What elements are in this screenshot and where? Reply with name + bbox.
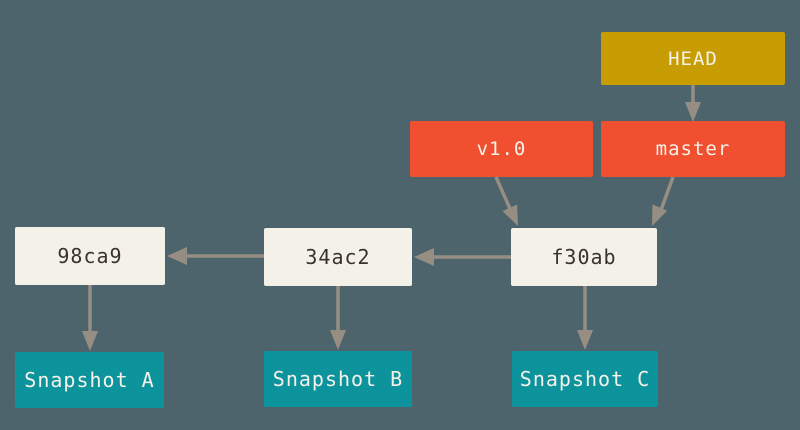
node-head-label: HEAD [668,47,718,70]
node-commit-98ca9: 98ca9 [15,227,165,285]
node-tag-v1-0: v1.0 [410,121,593,177]
node-branch-master: master [601,121,785,177]
arrow-master-to-f30ab [652,176,675,226]
node-head: HEAD [601,32,785,85]
node-snapshot-c: Snapshot C [512,351,658,407]
node-snapshot-a: Snapshot A [15,352,164,408]
arrow-f30ab-to-snapshot-c [577,286,593,350]
node-snapshot-a-label: Snapshot A [24,368,155,392]
node-snapshot-b: Snapshot B [264,351,412,407]
node-commit-98ca9-label: 98ca9 [57,244,123,268]
arrow-head-to-master [685,85,701,122]
node-commit-f30ab: f30ab [511,228,657,286]
arrow-34ac2-to-snapshot-b [330,286,346,350]
node-commit-34ac2-label: 34ac2 [305,245,371,269]
node-commit-f30ab-label: f30ab [551,245,617,269]
node-commit-34ac2: 34ac2 [264,228,412,286]
arrow-98ca9-to-snapshot-a [82,285,98,351]
node-tag-v1-0-label: v1.0 [476,138,527,160]
arrow-f30ab-to-34ac2 [414,248,511,266]
node-snapshot-c-label: Snapshot C [519,367,651,391]
node-branch-master-label: master [655,138,731,160]
arrow-34ac2-to-98ca9 [167,247,264,265]
arrow-v1-0-to-f30ab [494,176,518,226]
node-snapshot-b-label: Snapshot B [272,367,404,391]
